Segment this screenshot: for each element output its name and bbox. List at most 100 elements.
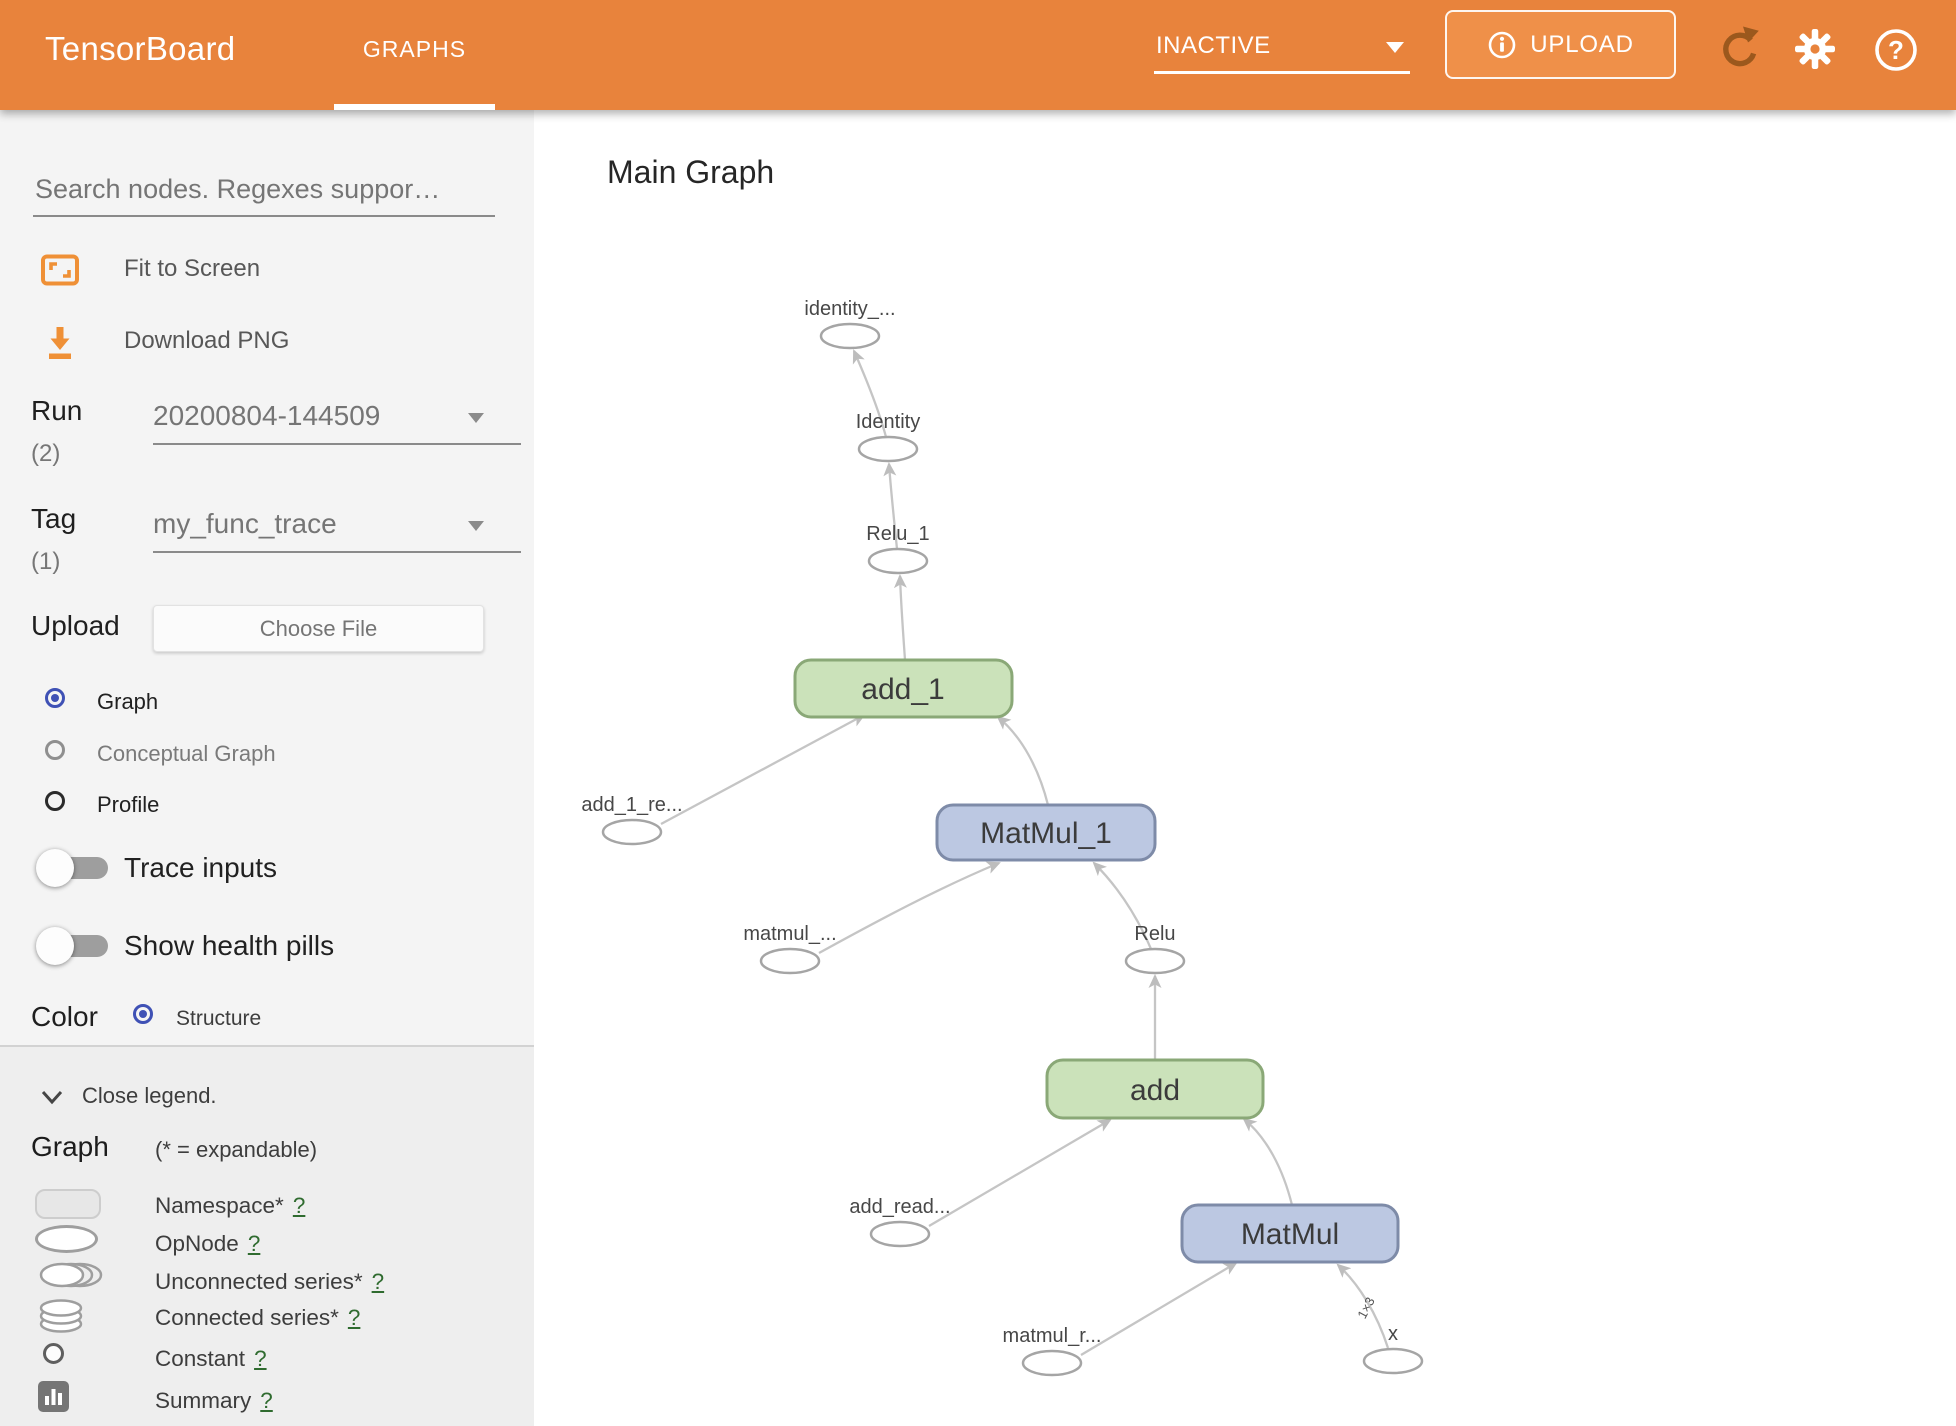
- legend-item: Unconnected series*?: [155, 1269, 384, 1295]
- unconnected-series-swatch: [39, 1262, 103, 1288]
- tag-select[interactable]: my_func_trace: [153, 508, 337, 539]
- node-label: add: [1130, 1074, 1180, 1107]
- fit-to-screen-button[interactable]: Fit to Screen: [124, 255, 261, 282]
- radio-conceptual-graph-label: Conceptual Graph: [97, 741, 276, 766]
- node-label: matmul_r...: [1003, 1325, 1102, 1347]
- node-add-read[interactable]: [869, 1220, 931, 1248]
- node-label: MatMul: [1241, 1218, 1339, 1251]
- node-add-1[interactable]: [793, 658, 1014, 719]
- choose-file-button[interactable]: Choose File: [153, 605, 484, 652]
- node-label: add_1: [861, 673, 944, 706]
- help-link[interactable]: ?: [347, 1305, 361, 1330]
- color-label: Color: [31, 1001, 98, 1032]
- app-title: TensorBoard: [45, 30, 236, 67]
- connected-series-swatch: [39, 1299, 83, 1333]
- run-select-underline: [153, 443, 521, 445]
- constant-swatch: [43, 1343, 64, 1364]
- chevron-down-icon: [1386, 42, 1404, 53]
- chevron-down-icon[interactable]: [468, 521, 484, 531]
- node-matmul-1[interactable]: [935, 803, 1157, 862]
- legend-heading: Graph: [31, 1131, 109, 1162]
- download-icon[interactable]: [40, 322, 80, 362]
- refresh-icon[interactable]: [1713, 24, 1761, 72]
- node-identity[interactable]: [857, 435, 919, 463]
- gear-icon[interactable]: [1791, 25, 1839, 73]
- chevron-down-icon[interactable]: [468, 413, 484, 423]
- chevron-down-icon[interactable]: [40, 1089, 64, 1105]
- edge: [893, 574, 907, 661]
- trace-inputs-toggle-knob[interactable]: [36, 849, 74, 887]
- node-relu[interactable]: [1124, 947, 1186, 975]
- radio-color-structure-label: Structure: [176, 1007, 262, 1030]
- search-input[interactable]: [33, 163, 495, 217]
- help-link[interactable]: ?: [254, 1346, 267, 1371]
- sidebar: Fit to Screen Download PNG Run (2) 20200…: [0, 110, 534, 1426]
- legend-item-label: OpNode: [155, 1231, 239, 1256]
- tag-count: (1): [31, 548, 61, 575]
- tab-graphs[interactable]: GRAPHS: [362, 36, 467, 62]
- legend-item: Constant?: [155, 1346, 267, 1372]
- node-label: add_read...: [849, 1196, 950, 1218]
- run-select[interactable]: 20200804-144509: [153, 400, 381, 431]
- close-legend-button[interactable]: Close legend.: [82, 1083, 217, 1108]
- node-label: matmul_...: [743, 923, 836, 945]
- status-dropdown-value: INACTIVE: [1156, 32, 1271, 59]
- radio-color-structure[interactable]: [133, 1004, 153, 1024]
- graph-canvas: Main Graph 1×3 identity_...: [534, 110, 1956, 1426]
- help-link[interactable]: ?: [247, 1231, 261, 1256]
- legend-expandable-note: (* = expandable): [155, 1137, 318, 1162]
- help-link[interactable]: ?: [260, 1388, 273, 1413]
- legend-item: Connected series*?: [155, 1305, 360, 1331]
- run-label: Run: [31, 395, 83, 426]
- node-matmul-read[interactable]: [759, 947, 821, 975]
- run-count: (2): [31, 440, 61, 467]
- bar-chart-icon: [45, 1389, 62, 1405]
- opnode-swatch: [35, 1225, 98, 1253]
- radio-profile[interactable]: [45, 791, 65, 811]
- node-identity-ellipsis[interactable]: [819, 322, 881, 350]
- node-label: x: [1388, 1323, 1398, 1345]
- node-label: Identity: [856, 411, 920, 433]
- radio-graph[interactable]: [45, 688, 65, 708]
- edge-shape-label: 1×3: [1354, 1295, 1378, 1322]
- trace-inputs-label: Trace inputs: [124, 852, 278, 883]
- node-matmul[interactable]: [1180, 1203, 1400, 1264]
- node-label: Relu: [1134, 923, 1175, 945]
- edge: [928, 1118, 1112, 1227]
- help-link[interactable]: ?: [371, 1269, 385, 1294]
- edge: [883, 462, 899, 550]
- fit-to-screen-icon[interactable]: [40, 250, 80, 290]
- node-add[interactable]: [1045, 1058, 1265, 1120]
- upload-button[interactable]: UPLOAD: [1445, 10, 1676, 79]
- show-health-pills-toggle-knob[interactable]: [36, 927, 74, 965]
- info-icon: [1488, 31, 1516, 58]
- edge: [1336, 1263, 1390, 1349]
- help-icon[interactable]: ?: [1872, 26, 1920, 74]
- radio-conceptual-graph[interactable]: [45, 740, 65, 760]
- node-relu-1[interactable]: [867, 547, 929, 575]
- legend-item: Summary?: [155, 1388, 273, 1414]
- legend-item-label: Connected series*: [155, 1305, 339, 1330]
- node-add-1-read[interactable]: [601, 818, 663, 846]
- summary-swatch: [38, 1381, 69, 1412]
- node-label: Relu_1: [866, 523, 929, 545]
- download-png-button[interactable]: Download PNG: [124, 327, 290, 354]
- legend-panel: Close legend. Graph (* = expandable) Nam…: [0, 1047, 534, 1426]
- edge: [1092, 861, 1153, 950]
- node-x[interactable]: [1362, 1347, 1424, 1375]
- tab-active-underline: [334, 104, 495, 110]
- edge: [1080, 1261, 1238, 1356]
- status-dropdown[interactable]: INACTIVE: [1154, 26, 1410, 74]
- svg-text:?: ?: [1888, 35, 1904, 65]
- node-label: identity_...: [804, 298, 895, 320]
- edge: [996, 715, 1050, 806]
- legend-divider: [0, 1045, 534, 1047]
- edge: [1242, 1117, 1294, 1206]
- show-health-pills-label: Show health pills: [124, 930, 335, 961]
- legend-item-label: Unconnected series*: [155, 1269, 363, 1294]
- legend-item: OpNode?: [155, 1231, 260, 1257]
- edge: [852, 349, 888, 438]
- node-matmul-r-read[interactable]: [1021, 1349, 1083, 1377]
- edge: [660, 713, 866, 826]
- help-link[interactable]: ?: [292, 1193, 306, 1218]
